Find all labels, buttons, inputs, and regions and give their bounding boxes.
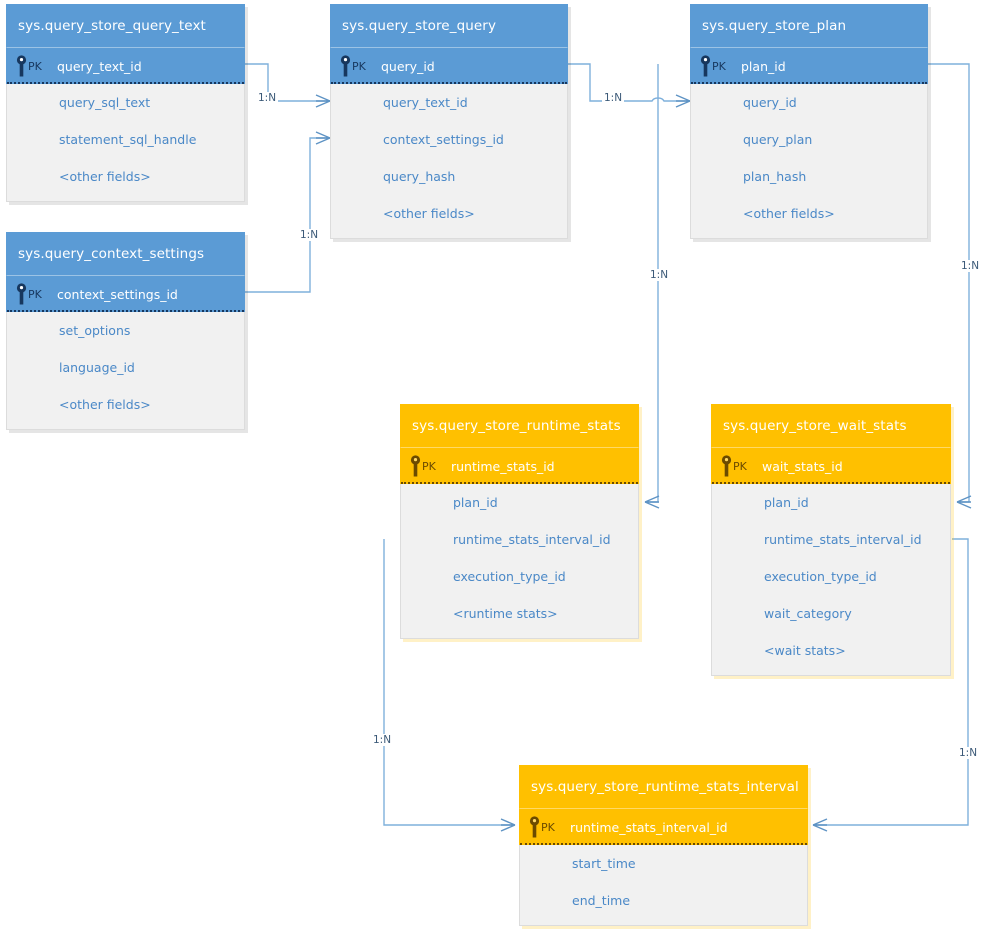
field-row: <other fields> <box>383 206 475 221</box>
pk-badge: PK <box>422 459 436 473</box>
entity-query-context-settings[interactable]: sys.query_context_settings PK context_se… <box>6 232 248 433</box>
entity-title: sys.query_store_runtime_stats_interval <box>519 765 808 809</box>
connector-context-settings-to-query <box>245 137 330 293</box>
cardinality-label: 1:N <box>298 229 321 241</box>
key-icon: PK <box>691 55 741 77</box>
cardinality-label: 1:N <box>957 747 980 759</box>
field-row: <other fields> <box>59 169 151 184</box>
pk-field-name: runtime_stats_id <box>451 458 555 474</box>
field-row: query_plan <box>743 132 813 147</box>
entity-fields: plan_id runtime_stats_interval_id execut… <box>400 484 639 639</box>
cardinality-label: 1:N <box>371 734 394 746</box>
field-row: execution_type_id <box>453 569 566 584</box>
entity-title: sys.query_store_runtime_stats <box>400 404 639 448</box>
entity-query-store-query[interactable]: sys.query_store_query PK query_id query_… <box>330 4 571 242</box>
field-row: language_id <box>59 360 135 375</box>
pk-badge: PK <box>541 820 555 834</box>
entity-title: sys.query_store_query <box>330 4 568 48</box>
entity-title: sys.query_store_plan <box>690 4 928 48</box>
entity-title: sys.query_store_query_text <box>6 4 245 48</box>
entity-primary-key-row[interactable]: PK runtime_stats_id <box>400 448 639 484</box>
field-row: query_text_id <box>383 95 468 110</box>
connector-query-to-plan <box>568 63 690 102</box>
pk-field-name: context_settings_id <box>57 286 178 302</box>
key-icon: PK <box>401 455 451 477</box>
field-row: runtime_stats_interval_id <box>764 532 922 547</box>
entity-query-store-plan[interactable]: sys.query_store_plan PK plan_id query_id… <box>690 4 931 242</box>
field-row: set_options <box>59 323 131 338</box>
field-row: <other fields> <box>743 206 835 221</box>
cardinality-label: 1:N <box>256 92 279 104</box>
field-row: <other fields> <box>59 397 151 412</box>
field-row: <wait stats> <box>764 643 846 658</box>
field-row: query_hash <box>383 169 456 184</box>
pk-field-name: wait_stats_id <box>762 458 843 474</box>
field-row: statement_sql_handle <box>59 132 197 147</box>
key-icon: PK <box>331 55 381 77</box>
connector-plan-to-runtime-stats <box>645 64 659 503</box>
entity-primary-key-row[interactable]: PK runtime_stats_interval_id <box>519 809 808 845</box>
field-row: <runtime stats> <box>453 606 558 621</box>
field-row: execution_type_id <box>764 569 877 584</box>
key-icon: PK <box>7 283 57 305</box>
cardinality-label: 1:N <box>648 269 671 281</box>
key-icon: PK <box>520 816 570 838</box>
field-row: plan_hash <box>743 169 807 184</box>
pk-field-name: runtime_stats_interval_id <box>570 819 728 835</box>
cardinality-label: 1:N <box>602 92 625 104</box>
pk-badge: PK <box>28 287 42 301</box>
entity-query-store-wait-stats[interactable]: sys.query_store_wait_stats PK wait_stats… <box>711 404 954 679</box>
field-row: start_time <box>572 856 636 871</box>
pk-badge: PK <box>712 59 726 73</box>
field-row: plan_id <box>453 495 498 510</box>
pk-field-name: plan_id <box>741 58 786 74</box>
entity-title: sys.query_store_wait_stats <box>711 404 951 448</box>
entity-fields: query_id query_plan plan_hash <other fie… <box>690 84 928 239</box>
key-icon: PK <box>7 55 57 77</box>
pk-badge: PK <box>733 459 747 473</box>
entity-fields: query_sql_text statement_sql_handle <oth… <box>6 84 245 202</box>
entity-title: sys.query_context_settings <box>6 232 245 276</box>
pk-badge: PK <box>352 59 366 73</box>
field-row: end_time <box>572 893 631 908</box>
entity-primary-key-row[interactable]: PK wait_stats_id <box>711 448 951 484</box>
entity-primary-key-row[interactable]: PK plan_id <box>690 48 928 84</box>
pk-field-name: query_id <box>381 58 435 74</box>
field-row: runtime_stats_interval_id <box>453 532 611 547</box>
entity-query-store-runtime-stats-interval[interactable]: sys.query_store_runtime_stats_interval P… <box>519 765 811 929</box>
cardinality-label: 1:N <box>959 260 982 272</box>
entity-fields: set_options language_id <other fields> <box>6 312 245 430</box>
field-row: wait_category <box>764 606 852 621</box>
pk-badge: PK <box>28 59 42 73</box>
entity-primary-key-row[interactable]: PK context_settings_id <box>6 276 245 312</box>
field-row: plan_id <box>764 495 809 510</box>
entity-primary-key-row[interactable]: PK query_text_id <box>6 48 245 84</box>
entity-query-store-runtime-stats[interactable]: sys.query_store_runtime_stats PK runtime… <box>400 404 642 642</box>
entity-fields: query_text_id context_settings_id query_… <box>330 84 568 239</box>
field-row: query_sql_text <box>59 95 151 110</box>
field-row: context_settings_id <box>383 132 504 147</box>
entity-primary-key-row[interactable]: PK query_id <box>330 48 568 84</box>
entity-fields: start_time end_time <box>519 845 808 926</box>
field-row: query_id <box>743 95 797 110</box>
key-icon: PK <box>712 455 762 477</box>
entity-query-store-query-text[interactable]: sys.query_store_query_text PK query_text… <box>6 4 248 205</box>
entity-fields: plan_id runtime_stats_interval_id execut… <box>711 484 951 676</box>
pk-field-name: query_text_id <box>57 58 142 74</box>
